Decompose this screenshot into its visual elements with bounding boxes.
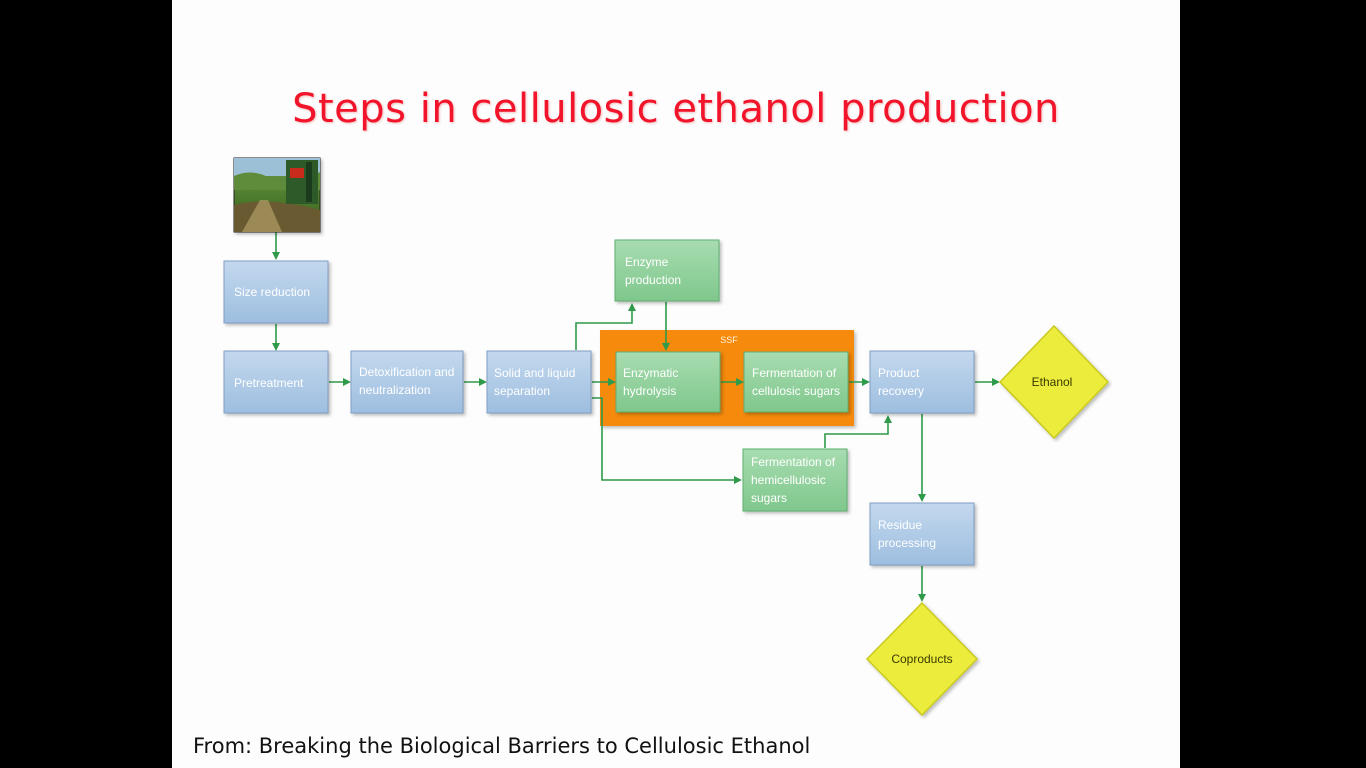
- slide: Steps in cellulosic ethanol production: [172, 0, 1180, 768]
- separation-label-line-2: separation: [494, 384, 550, 398]
- size-reduction-label: Size reduction: [234, 285, 310, 299]
- enzymatic-hydrolysis-label-line-2: hydrolysis: [623, 384, 676, 398]
- node-fermentation-cellulosic: Fermentation of cellulosic sugars: [743, 351, 849, 413]
- node-coproducts: Coproducts: [865, 601, 979, 717]
- ssf-label: SSF: [720, 335, 738, 345]
- ethanol-label: Ethanol: [1032, 375, 1073, 389]
- residue-processing-label-line-1: Residue: [878, 518, 922, 532]
- fermentation-cellulosic-label-line-2: cellulosic sugars: [752, 384, 840, 398]
- node-ethanol: Ethanol: [998, 324, 1110, 440]
- node-size-reduction: Size reduction: [223, 260, 329, 324]
- separation-label-line-1: Solid and liquid: [494, 366, 575, 380]
- arrow-separation-to-enzyme-production: [575, 303, 636, 350]
- arrow-hemicellulosic-to-product-recovery: [824, 415, 892, 448]
- node-fermentation-hemicellulosic: Fermentation of hemicellulosic sugars: [742, 448, 848, 512]
- enzyme-production-label-line-2: production: [625, 273, 681, 287]
- arrow-separation-to-hemicellulosic: [592, 397, 742, 484]
- node-enzymatic-hydrolysis: Enzymatic hydrolysis: [615, 351, 721, 413]
- biomass-field-image: [233, 157, 321, 233]
- enzyme-production-label-line-1: Enzyme: [625, 255, 669, 269]
- product-recovery-label-line-1: Product: [878, 366, 920, 380]
- process-flow-diagram: SSF: [223, 157, 1110, 717]
- connectors: [272, 232, 1000, 602]
- node-enzyme-production: Enzyme production: [614, 239, 720, 302]
- coproducts-label: Coproducts: [891, 652, 952, 666]
- residue-processing-label-line-2: processing: [878, 536, 936, 550]
- enzymatic-hydrolysis-label-line-1: Enzymatic: [623, 366, 678, 380]
- fermentation-hemicellulosic-label-line-1: Fermentation of: [751, 455, 836, 469]
- slide-title: Steps in cellulosic ethanol production: [292, 86, 1060, 132]
- node-residue-processing: Residue processing: [869, 502, 975, 566]
- fermentation-hemicellulosic-label-line-2: hemicellulosic: [751, 473, 826, 487]
- source-caption: From: Breaking the Biological Barriers t…: [193, 734, 811, 758]
- node-pretreatment: Pretreatment: [223, 350, 329, 414]
- pretreatment-label: Pretreatment: [234, 376, 304, 390]
- detoxification-label-line-2: neutralization: [359, 383, 430, 397]
- fermentation-cellulosic-label-line-1: Fermentation of: [752, 366, 837, 380]
- fermentation-hemicellulosic-label-line-3: sugars: [751, 491, 787, 505]
- node-product-recovery: Product recovery: [869, 350, 975, 414]
- product-recovery-label-line-2: recovery: [878, 384, 924, 398]
- node-detoxification: Detoxification and neutralization: [350, 350, 464, 414]
- detoxification-label-line-1: Detoxification and: [359, 365, 454, 379]
- node-separation: Solid and liquid separation: [486, 350, 592, 414]
